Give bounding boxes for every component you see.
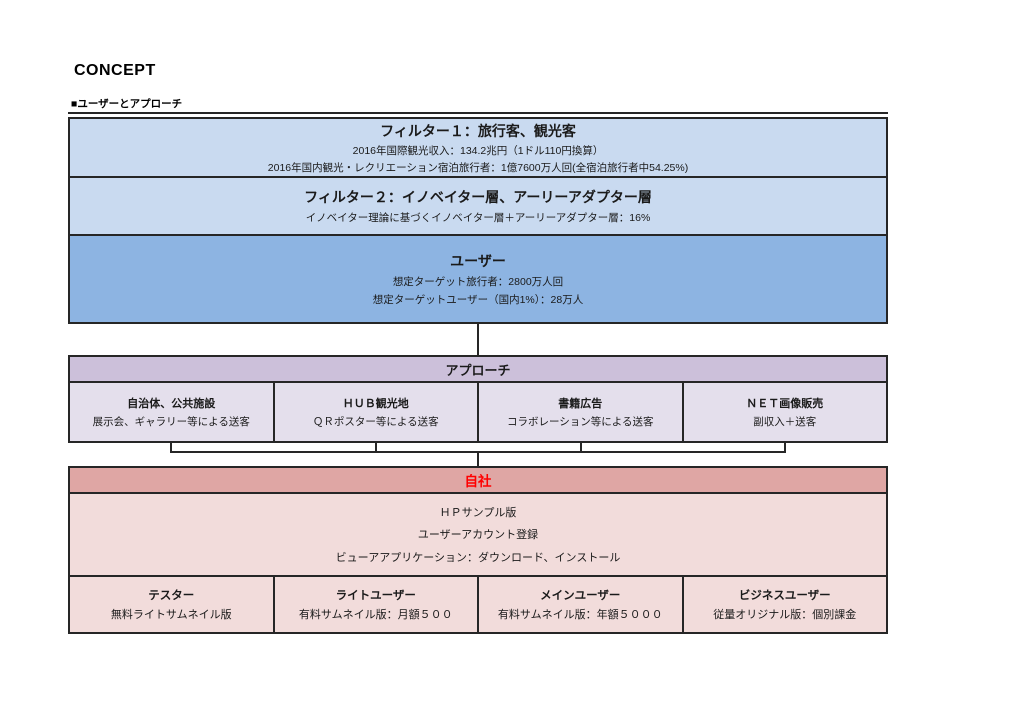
approach-columns: 自治体、公共施設 展示会、ギャラリー等による送客 ＨＵＢ観光地 ＱＲポスター等に…	[70, 383, 886, 441]
channel-title: ＨＵＢ観光地	[342, 398, 409, 410]
connector-stub-1	[170, 443, 172, 453]
company-tier-columns: テスター 無料ライトサムネイル版 ライトユーザー 有料サムネイル版：月額５００ …	[70, 577, 886, 632]
company-steps: ＨＰサンプル版 ユーザーアカウント登録 ビューアアプリケーション：ダウンロード、…	[70, 494, 886, 577]
approach-header: アプローチ	[70, 357, 886, 383]
channel-desc: 副収入＋送客	[753, 416, 817, 428]
tier-desc: 有料サムネイル版：年額５０００	[497, 609, 663, 621]
approach-channel-net-sales: ＮＥＴ画像販売 副収入＋送客	[683, 383, 886, 441]
tier-desc: 従量オリジナル版：個別課金	[713, 609, 857, 621]
company-step-1: ＨＰサンプル版	[439, 507, 517, 520]
tier-title: テスター	[148, 590, 195, 602]
channel-desc: コラボレーション等による送客	[507, 416, 654, 428]
tier-title: ビジネスユーザー	[738, 590, 831, 602]
connector-center-drop	[477, 451, 479, 466]
connector-stub-2	[375, 443, 377, 453]
user-box: ユーザー 想定ターゲット旅行者：2800万人回 想定ターゲットユーザー（国内1%…	[70, 236, 886, 322]
tier-tester: テスター 無料ライトサムネイル版	[70, 577, 275, 632]
tier-main-user: メインユーザー 有料サムネイル版：年額５０００	[479, 577, 684, 632]
channel-desc: 展示会、ギャラリー等による送客	[92, 416, 250, 428]
channel-title: 自治体、公共施設	[127, 398, 216, 410]
approach-table: アプローチ 自治体、公共施設 展示会、ギャラリー等による送客 ＨＵＢ観光地 ＱＲ…	[68, 355, 888, 443]
company-step-3: ビューアアプリケーション：ダウンロード、インストール	[335, 551, 621, 564]
filter2-title: フィルター２：イノベイター層、アーリーアダプター層	[304, 189, 652, 205]
channel-title: ＮＥＴ画像販売	[746, 398, 824, 410]
channel-desc: ＱＲポスター等による送客	[312, 416, 439, 428]
approach-channel-hub: ＨＵＢ観光地 ＱＲポスター等による送客	[274, 383, 479, 441]
tier-title: ライトユーザー	[335, 590, 416, 602]
filter2-line-1: イノベイター理論に基づくイノベイター層＋アーリーアダプター層：16%	[305, 212, 651, 224]
user-line-2: 想定ターゲットユーザー（国内1%）：28万人	[372, 294, 584, 306]
filter1-line-2: 2016年国内観光・レクリエーション宿泊旅行者：1億7600万人回(全宿泊旅行者…	[267, 161, 689, 174]
tier-light-user: ライトユーザー 有料サムネイル版：月額５００	[274, 577, 479, 632]
approach-channel-book-ads: 書籍広告 コラボレーション等による送客	[479, 383, 684, 441]
filter1-title: フィルター１：旅行客、観光客	[380, 122, 576, 139]
channel-title: 書籍広告	[558, 398, 603, 410]
filter1-box: フィルター１：旅行客、観光客 2016年国際観光収入：134.2兆円（1ドル11…	[70, 119, 886, 178]
filter2-box: フィルター２：イノベイター層、アーリーアダプター層 イノベイター理論に基づくイノ…	[70, 178, 886, 236]
tier-business-user: ビジネスユーザー 従量オリジナル版：個別課金	[683, 577, 886, 632]
company-table: 自社 ＨＰサンプル版 ユーザーアカウント登録 ビューアアプリケーション：ダウンロ…	[68, 466, 888, 634]
tier-desc: 有料サムネイル版：月額５００	[298, 609, 453, 621]
user-line-1: 想定ターゲット旅行者：2800万人回	[392, 276, 564, 288]
connector-stub-4	[784, 443, 786, 453]
page-title: CONCEPT	[74, 62, 156, 79]
connector-user-approach	[477, 324, 479, 355]
tier-desc: 無料ライトサムネイル版	[110, 609, 232, 621]
section-underline	[68, 112, 888, 114]
company-header: 自社	[70, 468, 886, 494]
approach-channel-municipality: 自治体、公共施設 展示会、ギャラリー等による送客	[70, 383, 275, 441]
section-label: ■ユーザーとアプローチ	[71, 98, 183, 110]
funnel-table: フィルター１：旅行客、観光客 2016年国際観光収入：134.2兆円（1ドル11…	[68, 117, 888, 324]
company-step-2: ユーザーアカウント登録	[417, 529, 539, 542]
connector-stub-3	[580, 443, 582, 453]
tier-title: メインユーザー	[540, 590, 621, 602]
user-title: ユーザー	[450, 253, 506, 269]
filter1-line-1: 2016年国際観光収入：134.2兆円（1ドル110円換算）	[352, 144, 604, 157]
